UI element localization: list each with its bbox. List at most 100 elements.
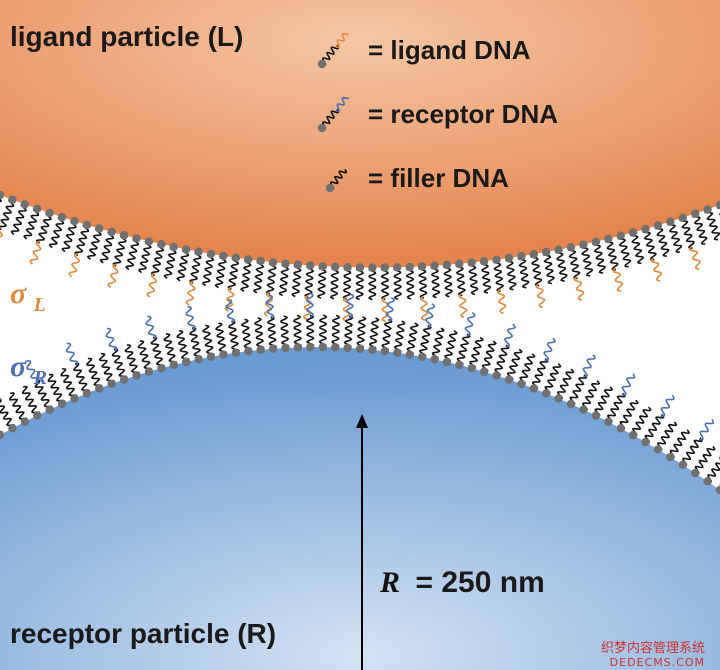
anchor-dot <box>293 343 303 352</box>
filler-dna-strand <box>98 353 116 385</box>
receptor-dna-strand <box>185 305 196 331</box>
anchor-dot <box>132 234 141 243</box>
receptor-dna-strand <box>385 296 395 323</box>
anchor-dot <box>628 228 638 237</box>
anchor-dot <box>33 411 42 420</box>
anchor-dot <box>417 352 427 362</box>
anchor-dot <box>144 237 154 246</box>
sigma-r-subscript: R <box>33 367 47 389</box>
anchor-dot <box>107 379 116 389</box>
filler-dna-strand <box>616 235 632 268</box>
anchor-dot <box>566 399 576 409</box>
anchor-dot <box>157 364 166 373</box>
watermark-line1: 织梦内容管理系统 <box>601 640 705 656</box>
anchor-dot <box>715 200 720 210</box>
watermark: 织梦内容管理系统 DEDECMS.COM <box>601 640 705 669</box>
ligand-dna-strand <box>650 257 663 282</box>
anchor-dot <box>293 260 303 269</box>
anchor-dot <box>343 343 352 353</box>
ligand-dna-strand <box>612 267 624 293</box>
anchor-dot <box>132 371 141 380</box>
filler-dna-strand <box>594 386 614 417</box>
legend-filler-dna: = filler DNA <box>368 163 509 193</box>
filler-dna-strand <box>542 251 555 285</box>
anchor-dot <box>641 224 650 234</box>
anchor-dot <box>20 200 29 209</box>
radius-symbol: R <box>379 566 400 599</box>
filler-dna-strand <box>481 340 497 373</box>
watermark-line2: DEDECMS.COM <box>610 656 705 669</box>
anchor-dot <box>492 371 501 380</box>
receptor-dna-strand <box>265 294 275 320</box>
anchor-dot <box>430 261 439 270</box>
anchor-dot <box>256 256 265 266</box>
receptor-dna-strand <box>698 419 715 441</box>
filler-dna-strand <box>342 266 352 300</box>
ligand-dna-strand <box>146 272 158 298</box>
filler-dna-strand <box>280 315 290 349</box>
anchor-dot <box>169 242 178 252</box>
anchor-dot <box>219 251 228 261</box>
ligand-dna-strand <box>535 283 546 309</box>
filler-dna-strand <box>554 249 568 282</box>
sigma-l-symbol: σ <box>10 277 27 310</box>
anchor-dot <box>57 212 67 222</box>
filler-dna-strand <box>582 380 601 411</box>
filler-dna-strand <box>704 208 720 241</box>
ligand-dna-icon <box>317 32 349 69</box>
filler-dna-strand <box>47 373 66 405</box>
receptor-dna-strand <box>65 342 79 366</box>
filler-dna-icon <box>325 168 348 193</box>
receptor-dna-strand <box>504 323 516 348</box>
receptor-dna-strand <box>305 292 314 318</box>
sigma-r-symbol: σ <box>10 350 27 383</box>
anchor-dot <box>0 190 5 200</box>
filler-dna-strand <box>679 217 695 249</box>
filler-dna-strand <box>124 344 141 377</box>
legend: = ligand DNA = receptor DNA = filler DNA <box>317 32 558 193</box>
ligand-dna-strand <box>68 252 80 278</box>
filler-dna-strand <box>682 437 703 467</box>
anchor-dot <box>119 375 129 384</box>
anchor-dot <box>455 259 464 268</box>
anchor-dot <box>244 347 253 356</box>
anchor-dot <box>244 255 253 264</box>
anchor-dot <box>380 347 389 356</box>
filler-dna-strand <box>215 322 228 356</box>
filler-dna-strand <box>393 320 406 354</box>
anchor-dot <box>442 260 452 269</box>
filler-dna-strand <box>35 212 52 244</box>
anchor-dot <box>616 231 625 240</box>
filler-dna-strand <box>632 406 652 437</box>
filler-dna-strand <box>519 353 536 385</box>
anchor-dot <box>703 205 712 214</box>
anchor-dot <box>0 430 5 440</box>
anchor-dot <box>405 262 414 272</box>
anchor-dot <box>144 367 154 376</box>
filler-dna-strand <box>494 344 510 377</box>
anchor-dot <box>82 389 92 398</box>
anchor-dot <box>628 430 638 440</box>
filler-dna-strand <box>355 266 364 301</box>
anchor-dot <box>169 360 178 370</box>
anchor-dot <box>70 394 79 403</box>
anchor-dot <box>579 405 588 414</box>
anchor-dot <box>678 460 687 469</box>
anchor-dot <box>331 262 340 271</box>
anchor-dot <box>20 417 29 426</box>
anchor-dot <box>157 240 166 249</box>
filler-dna-strand <box>34 379 53 411</box>
filler-dna-strand <box>189 250 202 284</box>
anchor-dot <box>57 399 67 409</box>
filler-dna-strand <box>569 374 588 405</box>
anchor-dot <box>566 243 576 252</box>
ligand-dna-strand <box>496 288 507 314</box>
legend-ligand-dna: = ligand DNA <box>368 35 531 65</box>
ligand-dna-strand <box>458 292 468 319</box>
filler-dna-strand <box>644 413 665 444</box>
filler-dna-strand <box>456 333 471 366</box>
anchor-dot <box>691 209 700 218</box>
filler-dna-strand <box>227 256 239 291</box>
filler-dna-strand <box>48 216 65 249</box>
receptor-dna-strand <box>105 327 118 352</box>
